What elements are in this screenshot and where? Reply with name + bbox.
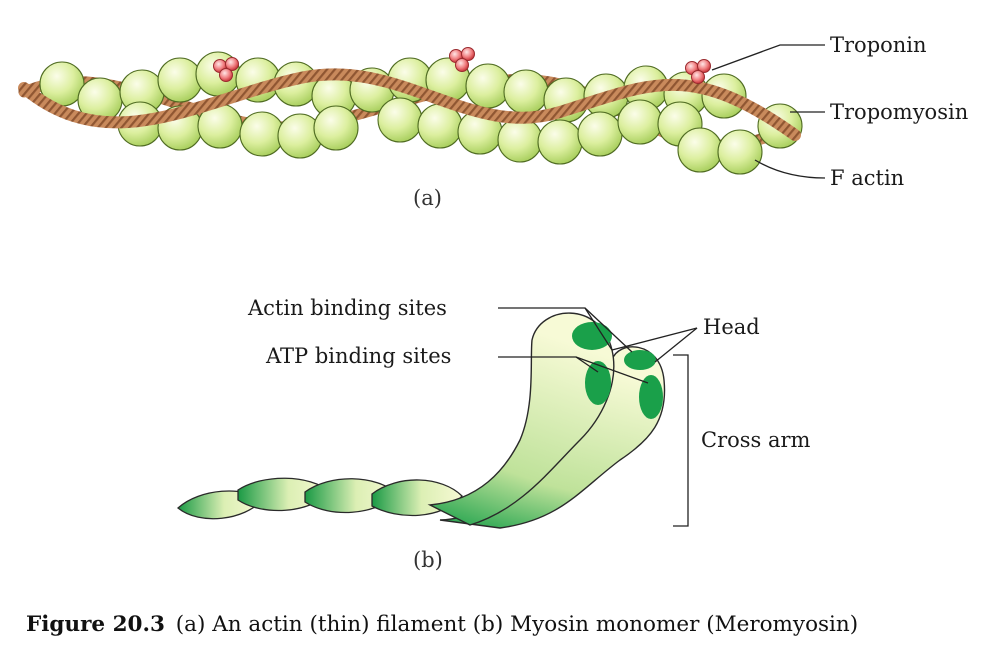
actin-bead — [377, 97, 423, 143]
troponin-subunit — [455, 58, 469, 72]
atp-binding-sites-label: ATP binding sites — [265, 344, 451, 368]
actin-bead — [465, 63, 511, 109]
myosin-head-front — [427, 312, 615, 526]
troponin-complexes — [213, 47, 711, 84]
panel-b-sublabel: (b) — [413, 548, 443, 572]
actin-filament — [18, 47, 803, 175]
troponin-complex — [449, 47, 475, 72]
head-leader-1 — [611, 327, 698, 351]
head-leader-2 — [654, 327, 698, 363]
actin-binding-site-front — [572, 322, 612, 350]
cross-arm-bracket — [673, 354, 689, 527]
actin-bead — [717, 129, 763, 175]
troponin-complex — [685, 59, 711, 84]
panel-a-sublabel: (a) — [413, 186, 442, 210]
actin-bead — [313, 105, 359, 151]
actin-bead — [577, 111, 623, 157]
actin-bead — [617, 99, 663, 145]
atp-binding-leader-2 — [575, 356, 649, 384]
cross-arm-label: Cross arm — [701, 428, 811, 452]
actin-binding-site-back — [624, 350, 656, 370]
head-label: Head — [703, 315, 760, 339]
tropomyosin-label: Tropomyosin — [830, 100, 968, 124]
f-actin-leader — [754, 159, 826, 179]
troponin-complex — [213, 57, 239, 82]
figure-number: Figure 20.3 — [26, 612, 165, 637]
actin-bead — [537, 119, 583, 165]
actin-binding-sites-label: Actin binding sites — [247, 296, 447, 320]
atp-binding-site-back — [639, 375, 663, 419]
actin-bead — [677, 127, 723, 173]
actin-bead — [503, 69, 549, 115]
troponin-subunit — [697, 59, 711, 73]
atp-binding-site-front — [585, 361, 611, 405]
actin-bead — [157, 57, 203, 103]
troponin-label: Troponin — [830, 33, 927, 57]
troponin-subunit — [225, 57, 239, 71]
troponin-leader — [711, 44, 825, 71]
actin-bead — [497, 117, 543, 163]
tropomyosin-strand-front — [18, 68, 801, 141]
troponin-subunit — [691, 70, 705, 84]
troponin-subunit — [461, 47, 475, 61]
myosin-monomer — [177, 312, 666, 529]
f-actin-label: F actin — [830, 166, 904, 190]
caption-text: (a) An actin (thin) filament (b) Myosin … — [175, 612, 859, 637]
actin-bead — [239, 111, 285, 157]
figure-caption: Figure 20.3 (a) An actin (thin) filament… — [26, 612, 986, 637]
myosin-tail — [177, 477, 463, 520]
actin-binding-leader-2 — [584, 307, 633, 353]
troponin-subunit — [219, 68, 233, 82]
